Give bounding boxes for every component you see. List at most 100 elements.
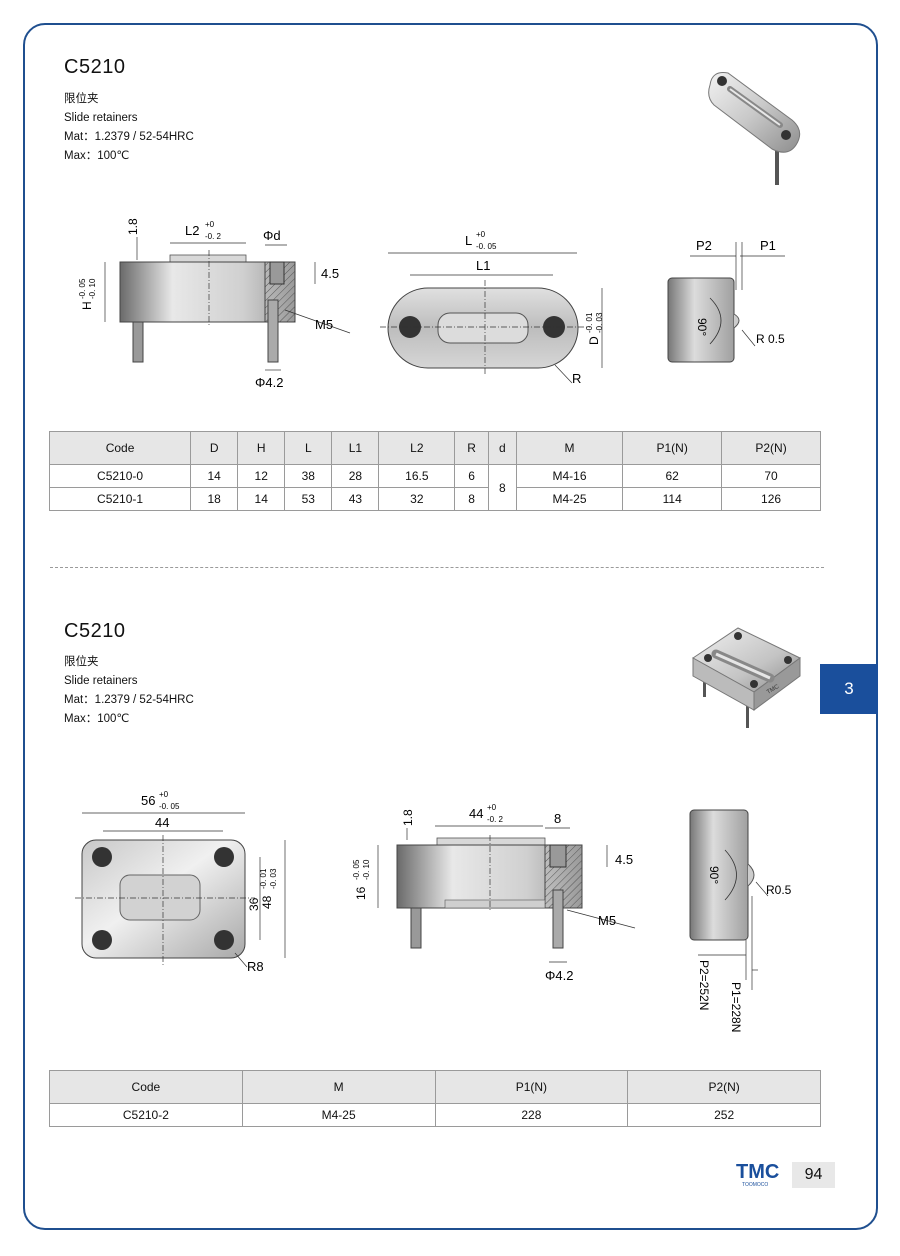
dim-l2-tol-dn: -0. 2 (205, 232, 222, 241)
section1-product-photo (708, 72, 801, 185)
th-p1: P1(N) (434, 1070, 629, 1104)
cell: 38 (284, 464, 333, 488)
cell: 53 (284, 487, 333, 511)
dim-d-tol: -0. 01 (585, 312, 594, 333)
section2-end-view-drawing: 90° R0.5 P2=252N P1=228N (689, 809, 792, 1032)
section1-max-temp: Max：100℃ (64, 150, 130, 162)
cell: 252 (627, 1103, 821, 1127)
dim-l: L (465, 233, 472, 248)
dim-h-tol2: -0. 10 (88, 278, 97, 299)
table-row: C5210-1 18 14 53 43 32 8 M4-25 114 126 (48, 487, 821, 511)
dim-r: R (572, 371, 581, 386)
dim-phi4-2: Φ4.2 (255, 375, 283, 390)
dim-48-tol: -0. 01 (259, 868, 268, 889)
cell: C5210-1 (48, 487, 192, 511)
dim-90-deg: 90° (695, 318, 709, 336)
dim-56-tol-up: +0 (159, 790, 169, 799)
logo-sub: TOOMOCO (742, 1182, 768, 1188)
table-header-row: Code M P1(N) P2(N) (49, 1070, 821, 1104)
dim-h-tol: -0. 05 (78, 278, 87, 299)
section2-spec-table: Code M P1(N) P2(N) C5210-2 M4-25 228 252 (49, 1070, 821, 1127)
dim-d: D (587, 336, 601, 345)
cell: 126 (721, 487, 821, 511)
dim-44: 44 (155, 815, 169, 830)
cell: 12 (237, 464, 286, 488)
dim-h: H (80, 301, 94, 310)
section2-max-temp: Max：100℃ (64, 713, 130, 725)
section2-subtitle-en: Slide retainers (64, 675, 138, 687)
cell-d-merged: 8 (487, 464, 517, 511)
cell: 32 (378, 487, 456, 511)
dim2-8: 8 (554, 811, 561, 826)
dim-l-tol-up: +0 (476, 230, 486, 239)
dim-56-tol-dn: -0. 05 (159, 802, 180, 811)
th-code: Code (49, 1070, 243, 1104)
dim-48-tol2: -0. 03 (269, 868, 278, 889)
dim-p2: P2 (696, 238, 712, 253)
th-l2: L2 (378, 431, 456, 465)
section1-spec-table: Code D H L L1 L2 R d M P1(N) P2(N) C5210… (48, 431, 821, 511)
th-l1: L1 (331, 431, 380, 465)
section2-description: 限位夹 Slide retainers Mat：1.2379 / 52-54HR… (64, 653, 194, 729)
page-frame (23, 23, 878, 1230)
dim2-44-tol-up: +0 (487, 803, 497, 812)
cell: M4-25 (241, 1103, 436, 1127)
section2-material: Mat：1.2379 / 52-54HRC (64, 694, 194, 706)
section1-subtitle-en: Slide retainers (64, 112, 138, 124)
dim-phid: Φd (263, 228, 281, 243)
dim2-p1: P1=228N (729, 982, 743, 1032)
logo-brand: TMC (736, 1161, 779, 1183)
th-p2: P2(N) (627, 1070, 821, 1104)
dim-p1: P1 (760, 238, 776, 253)
cell: M4-25 (515, 487, 624, 511)
section2-title: C5210 (64, 620, 126, 642)
section1-title: C5210 (64, 56, 126, 78)
th-m: M (515, 431, 624, 465)
cell: 228 (434, 1103, 629, 1127)
section2-subtitle-cn: 限位夹 (64, 656, 99, 668)
cell: 114 (622, 487, 723, 511)
section1-end-view-drawing: P2 P1 90° R 0.5 (667, 238, 785, 363)
dim-d-tol2: -0. 03 (595, 312, 604, 333)
cell: 18 (190, 487, 239, 511)
dim-48: 48 (260, 895, 274, 909)
cell: 43 (331, 487, 380, 511)
th-r: R (454, 431, 489, 465)
dim2-p2: P2=252N (697, 960, 711, 1010)
section2-side-view-drawing: 1.8 44 +0 -0. 2 8 4.5 16 -0. 05 -0. 10 M… (352, 803, 636, 983)
dim-1-8: 1.8 (126, 218, 140, 235)
dim2-m5: M5 (598, 913, 616, 928)
cell: C5210-2 (49, 1103, 243, 1127)
dim2-1-8: 1.8 (401, 809, 415, 826)
th-h: H (237, 431, 286, 465)
dim2-44-tol-dn: -0. 2 (487, 815, 504, 824)
cell: 8 (454, 487, 489, 511)
dim2-90-deg: 90° (707, 866, 721, 884)
dim-l-tol-dn: -0. 05 (476, 242, 497, 251)
table-row: C5210-2 M4-25 228 252 (49, 1103, 821, 1127)
section1-subtitle-cn: 限位夹 (64, 93, 99, 105)
th-m: M (241, 1070, 436, 1104)
dim2-44: 44 (469, 806, 483, 821)
dim2-4-5: 4.5 (615, 852, 633, 867)
th-dd: d (487, 431, 517, 465)
th-d: D (190, 431, 239, 465)
table-header-row: Code D H L L1 L2 R d M P1(N) P2(N) (48, 431, 821, 465)
cell: 28 (331, 464, 380, 488)
cell: C5210-0 (48, 464, 192, 488)
dim2-phi4-2: Φ4.2 (545, 968, 573, 983)
section1-side-view-drawing: 1.8 L2 +0 -0. 2 Φd 4.5 H -0. 05 -0. 10 M… (78, 218, 351, 390)
cell: 6 (454, 464, 489, 488)
dim2-16-tol: -0. 05 (352, 859, 361, 880)
section2-top-view-drawing: 56 +0 -0. 05 44 36 48 -0. 01 -0. 03 R8 (75, 790, 286, 974)
cell: 62 (622, 464, 723, 488)
cell: M4-16 (515, 464, 624, 488)
section1-top-view-drawing: L +0 -0. 05 L1 D -0. 01 -0. 03 R (380, 230, 604, 386)
table-row: C5210-0 14 12 38 28 16.5 6 8 M4-16 62 70 (48, 464, 821, 511)
tmc-logo: TMC TOOMOCO (736, 1161, 779, 1188)
th-p2: P2(N) (721, 431, 821, 465)
dim-4-5: 4.5 (321, 266, 339, 281)
dim-56: 56 (141, 793, 155, 808)
section1-description: 限位夹 Slide retainers Mat：1.2379 / 52-54HR… (64, 90, 194, 166)
dim2-r0-5: R0.5 (766, 883, 792, 897)
